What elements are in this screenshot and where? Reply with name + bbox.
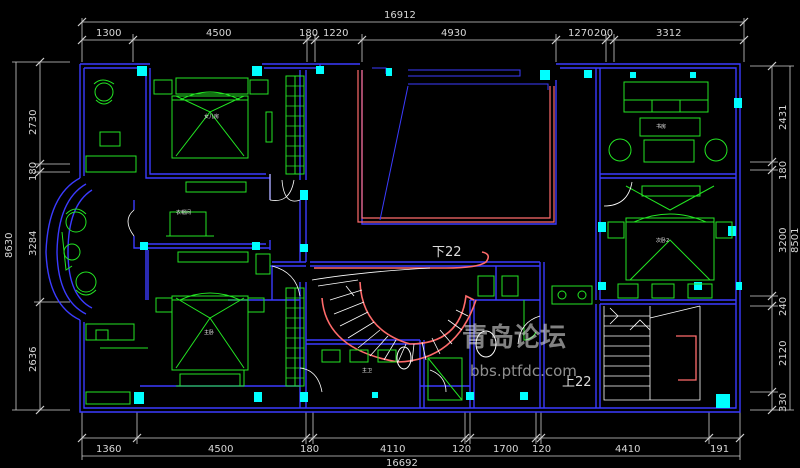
dim-top-1: 4500 [206, 28, 231, 39]
columns [134, 66, 742, 408]
dim-bottom-6: 120 [532, 444, 551, 455]
room-label-2: 主卧 [204, 329, 214, 336]
dim-bottom-7: 4410 [615, 444, 640, 455]
dim-top-6: 200 [594, 28, 613, 39]
dim-left-2: 3284 [28, 231, 39, 256]
dim-left-1: 180 [28, 162, 39, 181]
dim-top-4: 4930 [441, 28, 466, 39]
stair-down-label: 下22 [432, 245, 462, 260]
watermark-title: 青岛论坛 [462, 322, 566, 353]
dim-bottom-8: 191 [710, 444, 729, 455]
dim-top-total: 16912 [384, 10, 416, 21]
dim-bottom-3: 4110 [380, 444, 405, 455]
dim-top-3: 1220 [323, 28, 348, 39]
dim-right-total: 8501 [790, 228, 800, 253]
room-label-3: 书房 [656, 123, 666, 130]
watermark: 青岛论坛 bbs.ptfdc.com [462, 322, 577, 380]
dim-top-2: 180 [299, 28, 318, 39]
dim-right-0: 2431 [778, 105, 789, 130]
room-label-5: 次卧2 [656, 237, 669, 244]
room-label-1: 衣帽间 [176, 209, 191, 216]
watermark-url: bbs.ptfdc.com [470, 362, 577, 380]
dim-top-5: 1270 [568, 28, 593, 39]
stair-up-label: 上22 [562, 375, 592, 390]
dim-left-0: 2730 [28, 110, 39, 135]
dim-top-7: 3312 [656, 28, 681, 39]
dim-left-total: 8630 [4, 233, 15, 258]
atrium-lines [372, 67, 549, 221]
dim-bottom-2: 180 [300, 444, 319, 455]
dim-left-3: 2636 [28, 347, 39, 372]
dim-right-1: 180 [778, 161, 789, 180]
dimension-texts: 16912 1300 4500 180 1220 4930 1270 200 3… [4, 10, 800, 468]
doors [127, 174, 633, 393]
dim-bottom-total: 16692 [386, 458, 418, 468]
dim-right-2: 3200 [778, 228, 789, 253]
dim-right-3: 240 [778, 297, 789, 316]
dim-top-0: 1300 [96, 28, 121, 39]
furniture [61, 75, 733, 405]
room-label-4: 主卫 [362, 367, 372, 374]
dim-bottom-5: 1700 [493, 444, 518, 455]
straight-staircase [603, 305, 701, 401]
walls [45, 63, 741, 413]
room-labels: 女儿房 衣帽间 主卧 书房 主卫 次卧2 [176, 113, 669, 374]
room-label-0: 女儿房 [204, 113, 219, 120]
dim-bottom-4: 120 [452, 444, 471, 455]
dim-bottom-1: 4500 [208, 444, 233, 455]
dim-right-5: 330 [778, 393, 789, 412]
atrium-void [357, 70, 555, 223]
dim-bottom-0: 1360 [96, 444, 121, 455]
dimension-lines [12, 17, 794, 460]
dim-right-4: 2120 [778, 341, 789, 366]
